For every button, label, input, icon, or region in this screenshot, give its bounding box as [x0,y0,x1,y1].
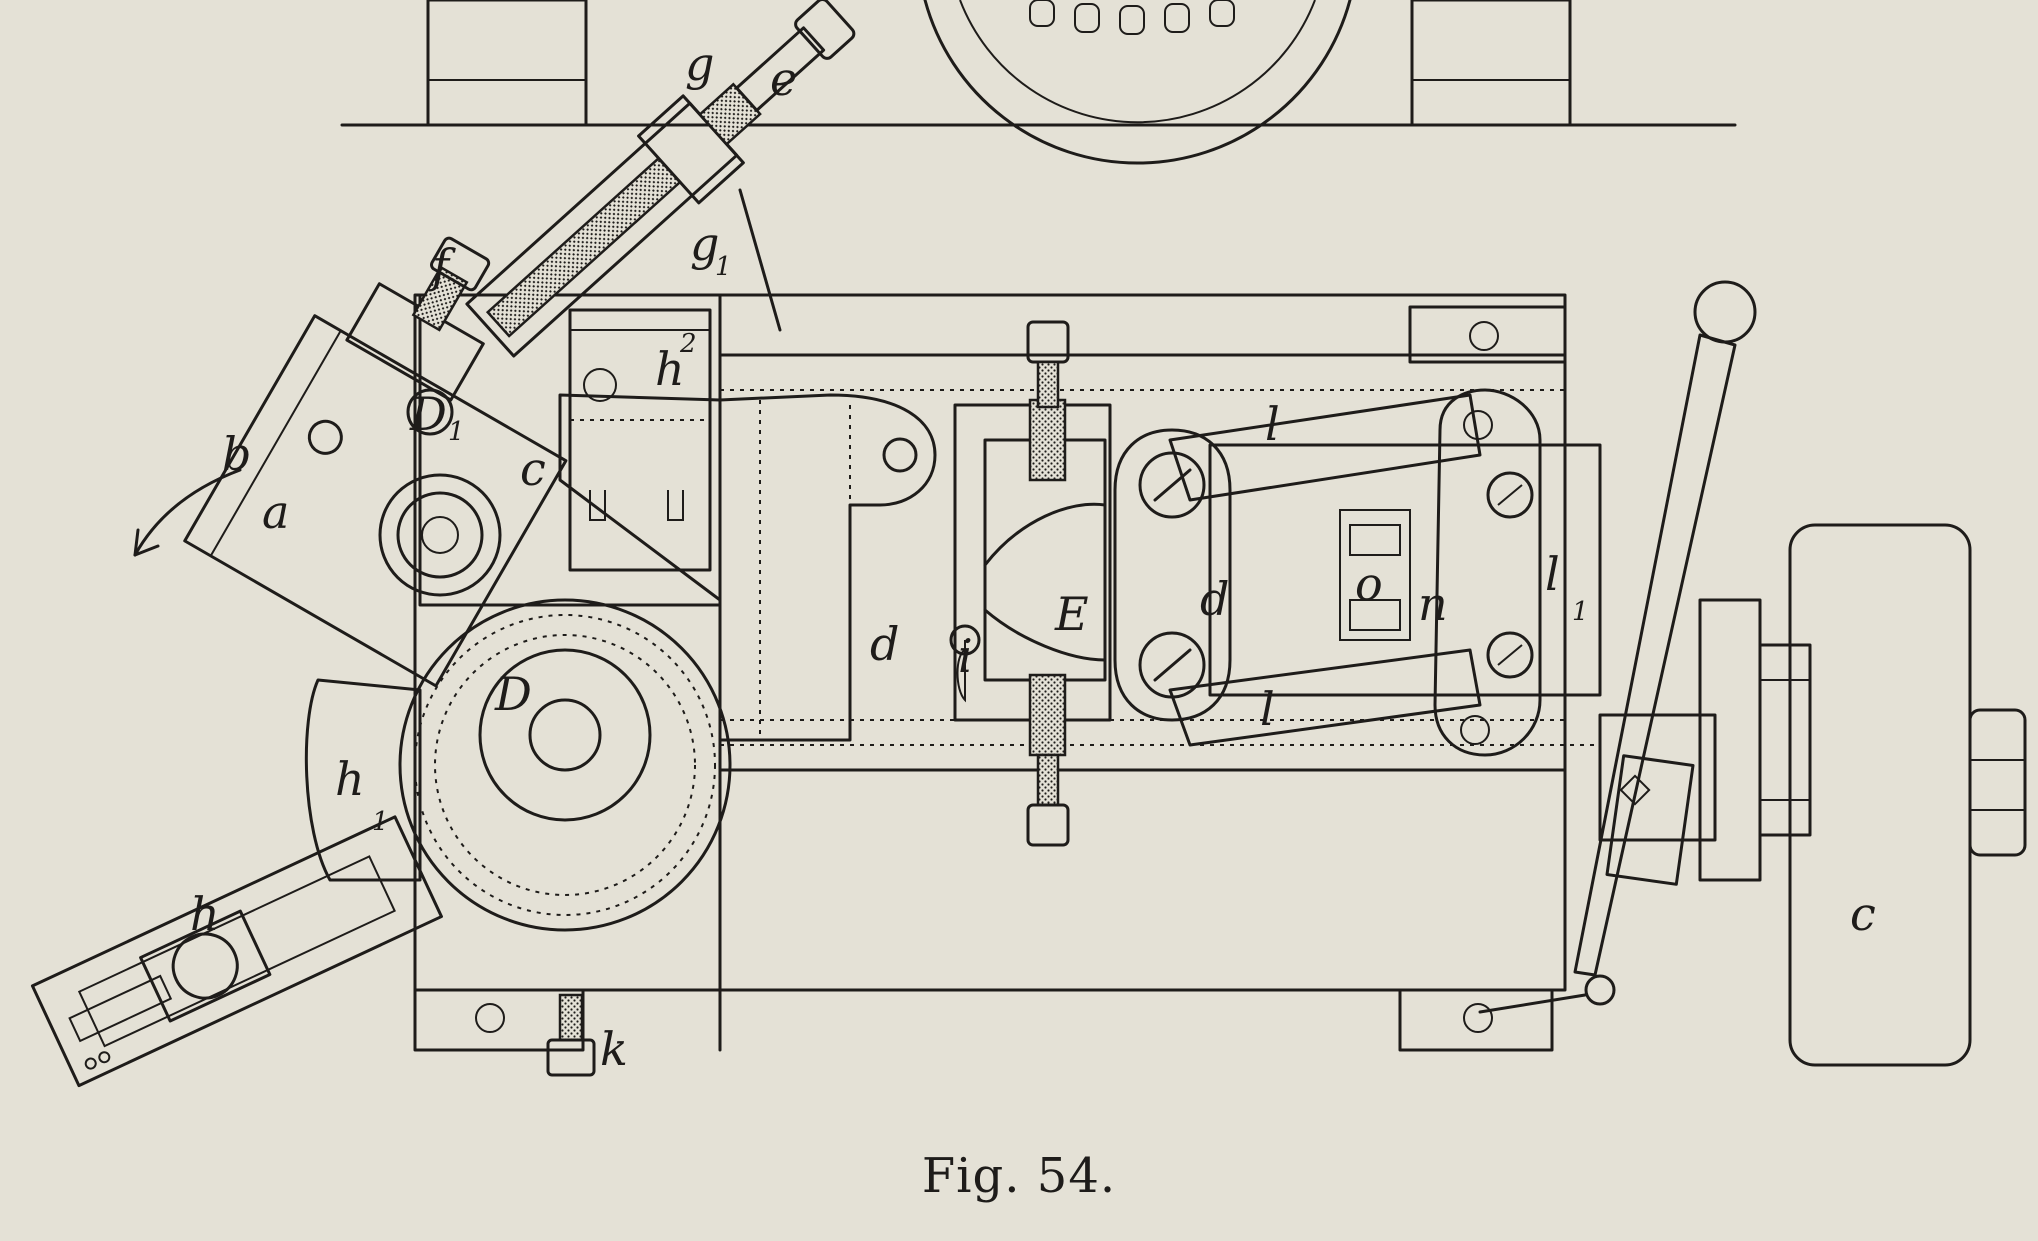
gear-teeth [1029,0,1235,35]
slide-block [949,320,1112,847]
label-g1: g [690,217,719,271]
label-c-small: c [520,442,546,496]
label-c-wheel: c [1850,887,1876,941]
label-d-left: d [870,617,899,671]
label-d1-sub: 1 [448,417,465,447]
label-h1-sub: 1 [372,807,389,837]
label-l1: l [1545,547,1560,601]
label-h: h [190,887,220,941]
rotation-arrow [133,468,242,557]
toggle-link-center [1113,428,1232,722]
left-housing [418,293,722,607]
label-l1-sub: 1 [1572,597,1589,627]
toggle-linkage [1113,388,1602,757]
label-a: a [262,485,289,539]
label-i: i [958,629,973,683]
toggle-link-right [1433,388,1542,757]
label-n: n [1418,577,1448,631]
label-d1: D [409,387,447,441]
label-l-bottom: l [1260,682,1275,736]
adjusting-screw-top [1026,320,1070,409]
label-d-right: d [1200,572,1229,626]
figure-caption: Fig. 54. [921,1148,1117,1204]
label-k: k [600,1022,628,1076]
label-h1: h [335,752,365,806]
label-b: b [222,427,251,481]
pulley [304,598,732,932]
lower-arm [30,815,443,1088]
letter-labels: a b c f g e g 1 h 2 D 1 D h 1 h k d i E … [190,37,1876,1076]
label-d-big: D [494,667,532,721]
machine-bed [413,293,1600,1052]
label-l-top: l [1265,397,1280,451]
upper-slide [465,0,856,358]
label-h2: h [655,342,685,396]
screw-k [546,993,596,1077]
hand-lever [1478,280,1757,1014]
cam-arm [558,393,937,742]
tilted-head [183,236,568,688]
label-e-cap: E [1054,587,1089,641]
label-g1-sub: 1 [715,252,732,282]
hub-and-wheel [1598,523,2027,1067]
adjusting-screw-bottom [1026,753,1070,847]
label-e: e [770,52,797,106]
label-h2-sub: 2 [679,329,697,359]
top-frame [340,0,1737,165]
label-g: g [685,37,714,91]
label-o: o [1355,557,1383,611]
